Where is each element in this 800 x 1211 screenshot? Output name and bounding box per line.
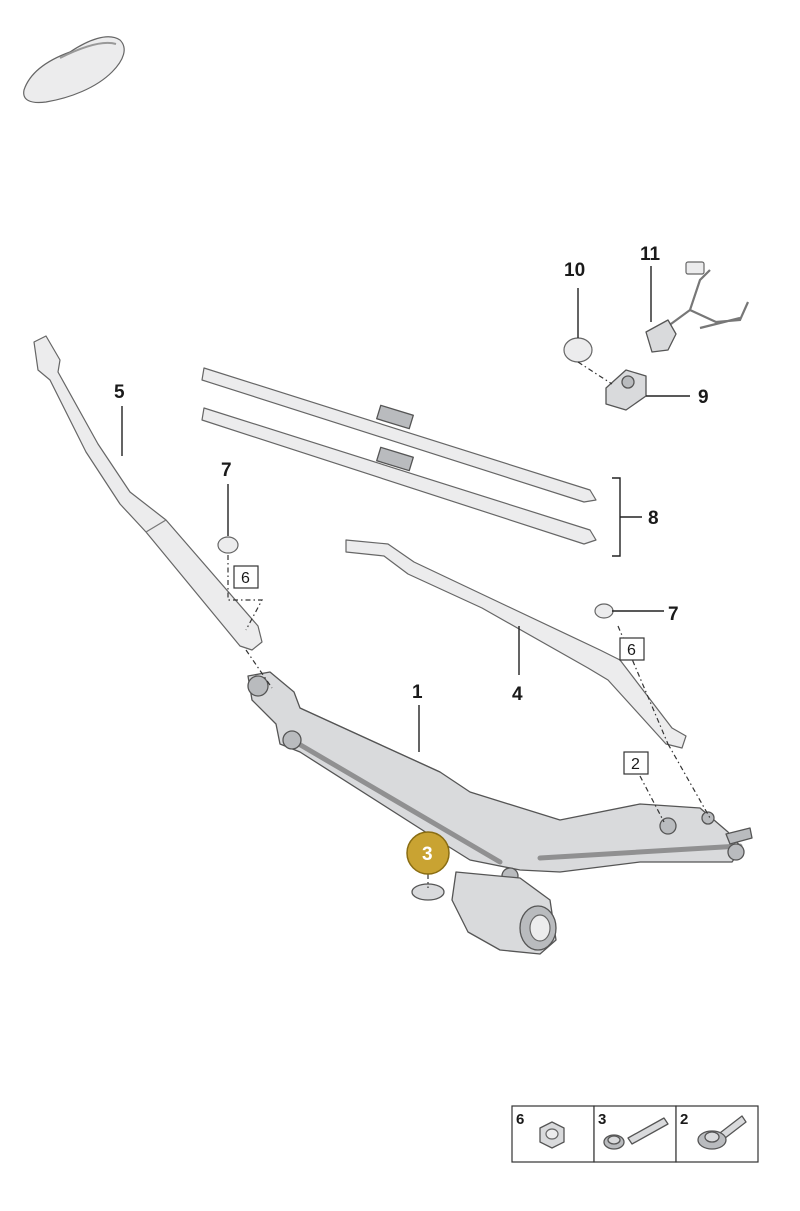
wiper-motor [411,871,557,955]
callout-1: 1 [412,682,423,703]
nut-icon [539,1121,565,1149]
callout-7-right: 7 [668,604,679,625]
sensor-cover [563,337,593,363]
svg-text:2: 2 [631,756,640,773]
callout-labels: 5 7 1 4 7 8 9 10 11 [114,244,709,705]
bolt-icon [603,1117,669,1150]
callout-4: 4 [512,684,523,705]
callout-11: 11 [640,244,661,265]
wiper-arm-right [345,539,687,749]
flange-bolt-icon [697,1115,747,1150]
leader-lines [121,266,690,752]
rain-sensor [605,369,647,411]
wiper-blade-lower [201,407,597,545]
boxed-callout-2: 2 [623,751,649,775]
wiring-harness [645,261,750,353]
legend-label-6: 6 [516,1111,524,1128]
callout-9: 9 [698,387,709,408]
callout-7-left: 7 [221,460,232,481]
svg-text:6: 6 [627,642,636,659]
legend-label-2: 2 [680,1111,688,1128]
legend-label-3: 3 [598,1111,606,1128]
wiper-linkage-frame [247,671,753,885]
callout-5: 5 [114,382,125,403]
highlighted-callout-3[interactable]: 3 [406,831,450,875]
svg-text:6: 6 [241,570,250,587]
cap-left [217,536,239,554]
cap-right [594,603,614,619]
vehicle-thumbnail-icon [23,36,125,104]
fastener-legend: 6 3 2 [511,1105,759,1163]
wiper-arm-left [33,335,263,651]
callout-10: 10 [564,260,585,281]
boxed-callout-6-right: 6 [619,637,645,661]
callout-8: 8 [648,508,659,529]
wiper-blade-upper [201,367,597,503]
svg-text:3: 3 [422,844,433,865]
boxed-callout-6-left: 6 [233,565,259,589]
